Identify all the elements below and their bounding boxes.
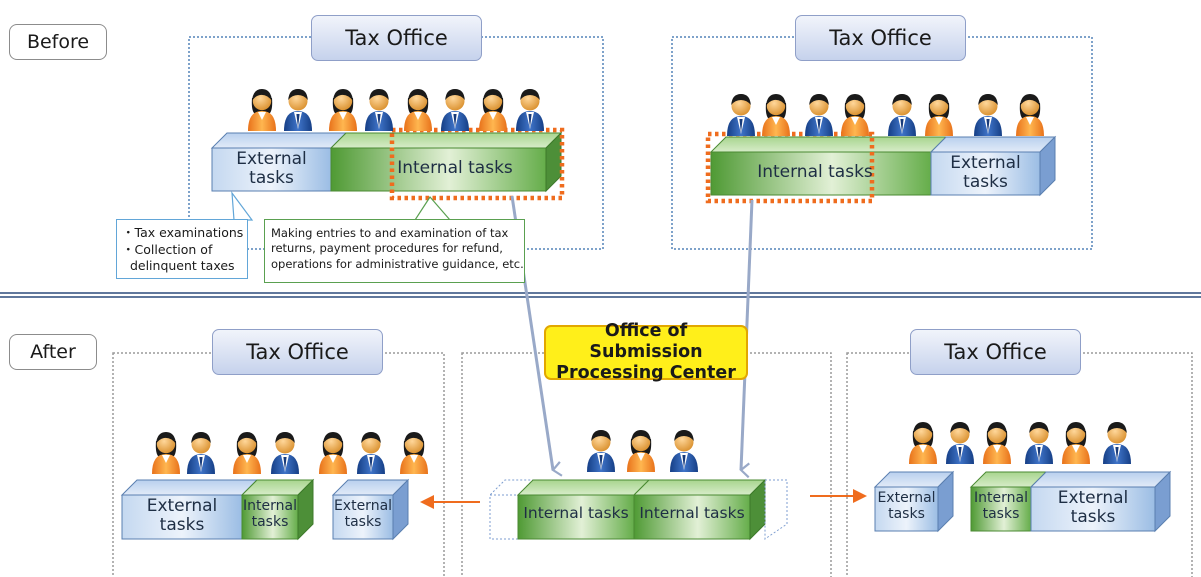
external-tasks-label: External tasks bbox=[875, 490, 938, 522]
person-icon bbox=[404, 89, 432, 131]
external-block bbox=[331, 478, 410, 541]
label-line: tasks bbox=[344, 513, 382, 530]
internal-tasks-label: Internal tasks bbox=[639, 504, 745, 522]
person-icon bbox=[357, 432, 385, 474]
center-label: Office of Submission Processing Center bbox=[544, 321, 748, 383]
person-icon bbox=[1025, 422, 1053, 464]
person-icon bbox=[888, 94, 916, 136]
label-line: tasks bbox=[1070, 507, 1116, 528]
internal-block bbox=[329, 131, 563, 193]
label-line: External bbox=[146, 496, 218, 516]
callout-line: delinquent taxes bbox=[122, 258, 235, 274]
internal-block bbox=[240, 478, 315, 541]
office-label: Tax Office bbox=[212, 329, 383, 375]
internal-tasks-label: Internal tasks bbox=[523, 504, 629, 522]
person-icon bbox=[365, 89, 393, 131]
label-line: tasks bbox=[982, 505, 1020, 522]
person-icon bbox=[1062, 422, 1090, 464]
person-icon bbox=[925, 94, 953, 136]
person-icon bbox=[187, 432, 215, 474]
external-block bbox=[929, 135, 1057, 197]
label-line: External bbox=[950, 153, 1021, 173]
highlight-box bbox=[389, 127, 565, 201]
label-line: Internal bbox=[243, 498, 297, 514]
internal-block bbox=[516, 479, 651, 540]
external-block bbox=[1029, 470, 1172, 533]
external-tasks-label: External tasks bbox=[1031, 488, 1155, 528]
office-label: Tax Office bbox=[795, 15, 966, 61]
person-icon bbox=[946, 422, 974, 464]
person-icon bbox=[441, 89, 469, 131]
office-label: Tax Office bbox=[311, 15, 482, 61]
office-frame bbox=[846, 352, 1193, 577]
person-icon bbox=[974, 94, 1002, 136]
internal-block bbox=[709, 136, 948, 196]
callout-line: ・Collection of bbox=[122, 241, 213, 257]
callout-line: operations for administrative guidance, … bbox=[271, 256, 524, 271]
person-icon bbox=[1016, 94, 1044, 136]
external-block bbox=[120, 479, 259, 540]
person-icon bbox=[670, 430, 698, 472]
internal-tasks-label: Internal tasks bbox=[397, 158, 513, 178]
external-block bbox=[873, 470, 955, 533]
person-icon bbox=[587, 430, 615, 472]
callout-pointer bbox=[413, 196, 452, 221]
label-line: tasks bbox=[963, 172, 1008, 193]
person-icon bbox=[152, 432, 180, 474]
label-line: External bbox=[877, 490, 936, 506]
label-line: tasks bbox=[888, 505, 925, 522]
person-icon bbox=[319, 432, 347, 474]
external-tasks-label: External tasks bbox=[931, 153, 1040, 193]
office-label: Tax Office bbox=[910, 329, 1081, 375]
external-tasks-callout: ・Tax examinations ・Collection of delinqu… bbox=[116, 219, 248, 279]
internal-block bbox=[969, 471, 1048, 532]
stage-label-after: After bbox=[9, 334, 97, 370]
internal-tasks-label: Internal tasks bbox=[971, 490, 1031, 522]
person-icon bbox=[841, 94, 869, 136]
external-tasks-label: External tasks bbox=[212, 149, 331, 189]
callout-line: ・Tax examinations bbox=[122, 225, 244, 240]
person-icon bbox=[479, 89, 507, 131]
person-icon bbox=[329, 89, 357, 131]
label-line: External bbox=[333, 498, 393, 514]
person-icon bbox=[1103, 422, 1131, 464]
label-line: tasks bbox=[249, 168, 294, 189]
internal-tasks-callout: Making entries to and examination of tax… bbox=[264, 219, 525, 283]
center-label-line: Office of Submission bbox=[589, 321, 703, 362]
person-icon bbox=[727, 94, 755, 136]
callout-line: returns, payment procedures for refund, bbox=[271, 241, 503, 256]
external-tasks-label: External tasks bbox=[333, 498, 393, 530]
person-icon bbox=[516, 89, 544, 131]
arrow-icon bbox=[420, 495, 480, 509]
person-icon bbox=[284, 89, 312, 131]
label-line: tasks bbox=[159, 515, 205, 536]
callout-line: Making entries to and examination of tax bbox=[271, 226, 509, 240]
highlight-box bbox=[705, 131, 875, 204]
label-line: Internal bbox=[974, 490, 1028, 506]
external-tasks-label: External tasks bbox=[122, 496, 242, 536]
stage-label-before: Before bbox=[9, 24, 107, 60]
label-line: External bbox=[1057, 488, 1129, 508]
arrow-icon bbox=[810, 489, 867, 503]
person-icon bbox=[909, 422, 937, 464]
person-icon bbox=[233, 432, 261, 474]
person-icon bbox=[400, 432, 428, 474]
person-icon bbox=[983, 422, 1011, 464]
internal-tasks-label: Internal tasks bbox=[757, 162, 873, 182]
person-icon bbox=[805, 94, 833, 136]
external-block bbox=[210, 132, 348, 192]
person-icon bbox=[627, 430, 655, 472]
person-icon bbox=[248, 89, 276, 131]
label-line: tasks bbox=[251, 513, 289, 530]
person-icon bbox=[271, 432, 299, 474]
internal-tasks-label: Internal tasks bbox=[242, 498, 298, 530]
label-line: External bbox=[236, 149, 307, 169]
callout-pointer bbox=[231, 190, 254, 221]
empty-slot bbox=[764, 479, 788, 540]
person-icon bbox=[762, 94, 790, 136]
center-label-line: Processing Center bbox=[556, 363, 736, 383]
